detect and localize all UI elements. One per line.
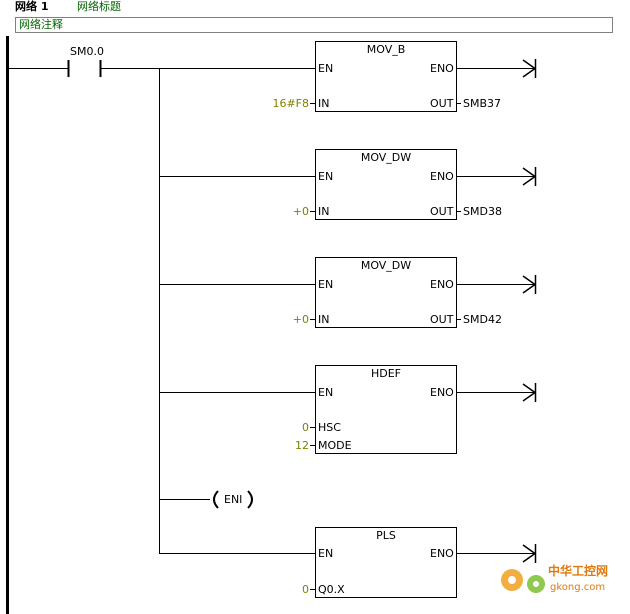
- coil-label: ENI: [224, 493, 243, 506]
- pin-en: EN: [318, 386, 334, 399]
- block-title: PLS: [376, 529, 396, 542]
- pin-eno: ENO: [430, 547, 454, 560]
- operand-in[interactable]: 16#F8: [272, 97, 309, 110]
- pin-hsc: HSC: [318, 421, 341, 434]
- network-title[interactable]: 网络标题: [77, 0, 121, 13]
- eni-coil[interactable]: [210, 489, 258, 511]
- block-title: MOV_DW: [360, 259, 412, 272]
- function-block-pls[interactable]: [315, 527, 457, 598]
- operand-in[interactable]: +0: [292, 313, 309, 326]
- operand-q[interactable]: 0: [302, 583, 309, 596]
- function-block-mov-b[interactable]: [315, 41, 457, 112]
- operand-out[interactable]: SMD42: [463, 313, 502, 326]
- network-comment[interactable]: 网络注释: [19, 18, 63, 31]
- pin-en: EN: [318, 62, 334, 75]
- function-block-hdef[interactable]: [315, 365, 457, 454]
- function-block-mov-dw[interactable]: [315, 257, 457, 328]
- pin-mode: MODE: [318, 439, 352, 452]
- pin-in: IN: [318, 97, 330, 110]
- pin-out: OUT: [430, 313, 454, 326]
- pin-eno: ENO: [430, 278, 454, 291]
- block-title: MOV_DW: [360, 151, 412, 164]
- pin-out: OUT: [430, 205, 454, 218]
- pin-en: EN: [318, 547, 334, 560]
- pin-q: Q0.X: [318, 583, 345, 596]
- pin-eno: ENO: [430, 62, 454, 75]
- pin-eno: ENO: [430, 386, 454, 399]
- operand-out[interactable]: SMD38: [463, 205, 502, 218]
- operand-in[interactable]: +0: [292, 205, 309, 218]
- normally-open-contact[interactable]: [64, 57, 106, 79]
- block-title: MOV_B: [366, 43, 406, 56]
- pin-en: EN: [318, 278, 334, 291]
- function-block-mov-dw[interactable]: [315, 149, 457, 220]
- watermark-brand: 中华工控网: [548, 564, 609, 578]
- pin-in: IN: [318, 205, 330, 218]
- watermark-url: gkong.com: [550, 582, 606, 593]
- pin-in: IN: [318, 313, 330, 326]
- pin-out: OUT: [430, 97, 454, 110]
- pin-en: EN: [318, 170, 334, 183]
- network-number: 网络 1: [15, 0, 49, 13]
- operand-mode[interactable]: 12: [295, 439, 309, 452]
- operand-out[interactable]: SMB37: [463, 97, 502, 110]
- watermark: 中华工控网 gkong.com: [494, 558, 624, 610]
- contact-label: SM0.0: [70, 45, 104, 58]
- power-rail: [6, 36, 9, 614]
- network-comment-box[interactable]: [15, 17, 613, 33]
- pin-eno: ENO: [430, 170, 454, 183]
- operand-hsc[interactable]: 0: [302, 421, 309, 434]
- block-title: HDEF: [370, 367, 402, 380]
- gear-logo-icon: [501, 569, 545, 593]
